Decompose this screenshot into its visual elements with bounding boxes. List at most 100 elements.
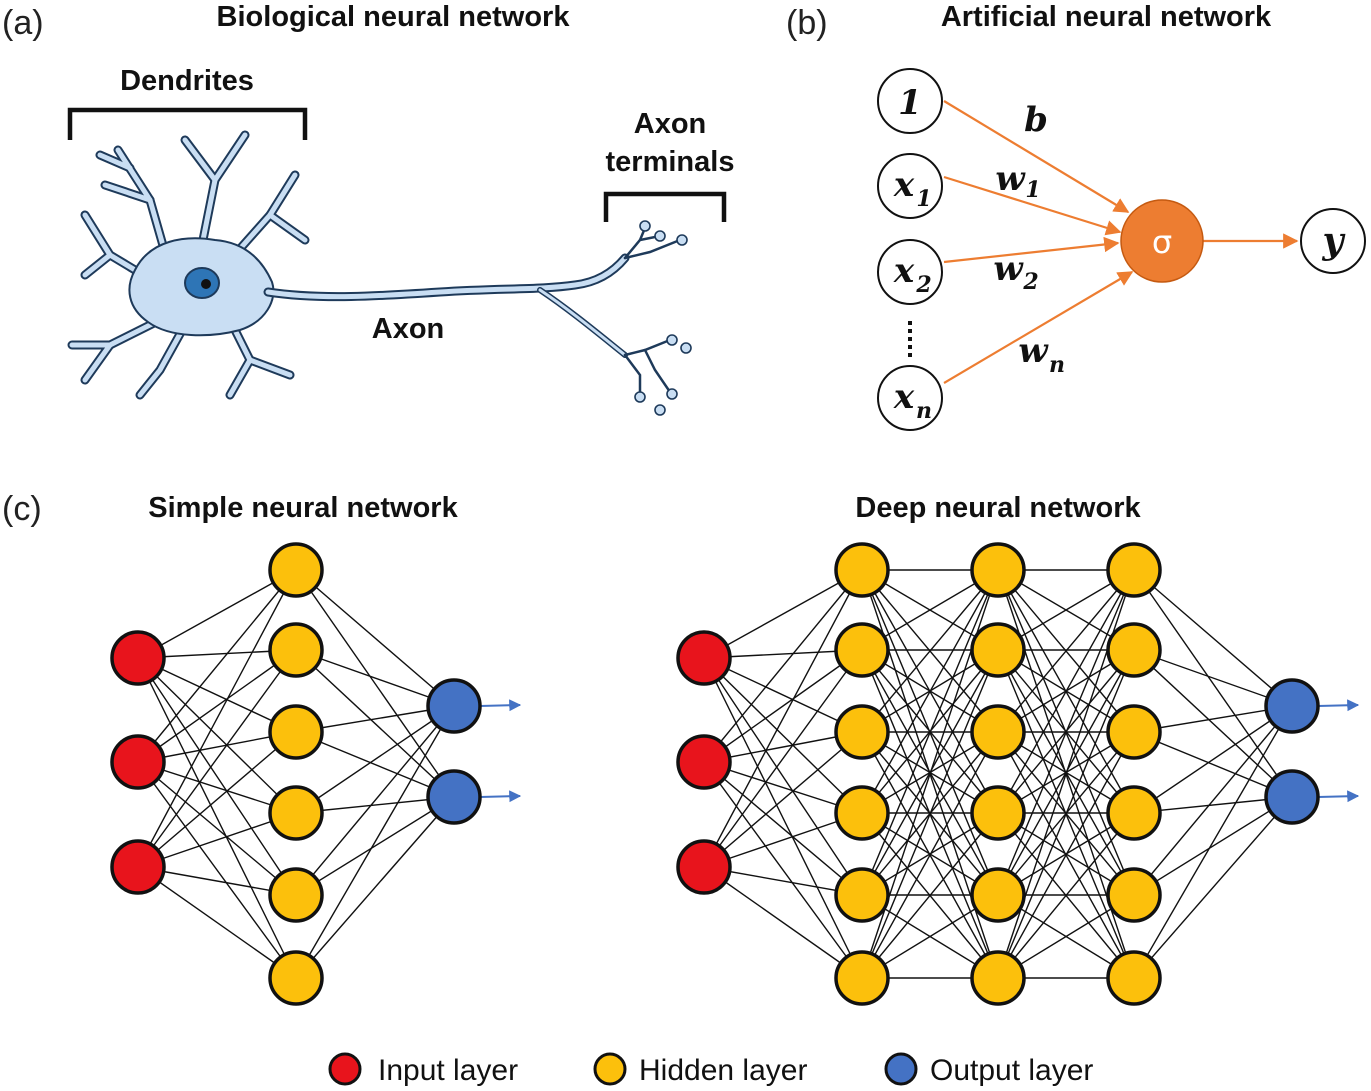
deep-output-node bbox=[1264, 769, 1320, 825]
input-node-xn-sub: n bbox=[916, 398, 932, 424]
deep-connection bbox=[997, 649, 1135, 979]
deep-connection bbox=[861, 731, 999, 979]
simple-connection bbox=[295, 649, 455, 707]
deep-connection bbox=[703, 866, 863, 979]
deep-connection bbox=[1133, 569, 1293, 707]
connection-wn bbox=[943, 271, 1134, 384]
deep-connection bbox=[1133, 569, 1293, 798]
simple-connection bbox=[137, 761, 297, 979]
legend-input-label: Input layer bbox=[378, 1054, 518, 1087]
weight-w1-base: w bbox=[995, 159, 1026, 199]
simple-connection bbox=[137, 569, 297, 659]
legend-output-item: Output layer bbox=[884, 1052, 1093, 1087]
deep-hidden-node bbox=[834, 950, 890, 1006]
simple-hidden-node bbox=[268, 704, 324, 760]
input-node-x1-sub: 1 bbox=[916, 186, 931, 212]
axon-terminals-label-line2: terminals bbox=[606, 146, 735, 178]
connection-b bbox=[943, 100, 1130, 213]
simple-neural-network bbox=[110, 542, 522, 1006]
deep-hidden-node bbox=[1106, 704, 1162, 760]
weight-wn-base: w bbox=[1018, 331, 1049, 371]
simple-connection bbox=[295, 731, 455, 798]
deep-connection bbox=[703, 657, 863, 814]
dendrites-bracket bbox=[67, 107, 308, 140]
deep-connection bbox=[1133, 705, 1293, 979]
deep-connection bbox=[861, 812, 999, 979]
deep-hidden-node bbox=[1106, 542, 1162, 598]
simple-connection bbox=[137, 569, 297, 868]
simple-output-arrow bbox=[479, 790, 522, 803]
simple-connection bbox=[295, 796, 455, 896]
dendrites-label: Dendrites bbox=[120, 65, 254, 97]
output-node-y-label: y bbox=[1322, 220, 1346, 262]
deep-connection bbox=[861, 569, 999, 814]
input-node-xn: x n bbox=[877, 365, 943, 431]
simple-connection bbox=[137, 649, 297, 868]
input-node-1-label: 1 bbox=[898, 83, 922, 123]
deep-connection bbox=[703, 761, 863, 979]
simple-connection bbox=[295, 569, 455, 707]
deep-connection bbox=[703, 649, 863, 868]
deep-connection bbox=[861, 569, 999, 733]
panel-a: (a) Biological neural network Dendrites … bbox=[2, 1, 735, 416]
deep-connection bbox=[997, 569, 1135, 896]
deep-hidden-node bbox=[1106, 950, 1162, 1006]
simple-connection bbox=[295, 569, 455, 798]
deep-hidden-node bbox=[970, 622, 1026, 678]
deep-hidden-node bbox=[834, 542, 890, 598]
panel-b: (b) Artificial neural network 1 x 1 x 2 … bbox=[786, 1, 1366, 431]
simple-connection bbox=[137, 657, 297, 979]
simple-hidden-node bbox=[268, 950, 324, 1006]
weight-w2-sub: 2 bbox=[1022, 269, 1038, 295]
input-node-x1: x 1 bbox=[877, 153, 943, 219]
deep-connection bbox=[997, 569, 1135, 814]
legend-output-label: Output layer bbox=[930, 1054, 1093, 1087]
simple-connection bbox=[137, 649, 297, 763]
deep-output-arrow bbox=[1317, 699, 1360, 712]
deep-output-node bbox=[1264, 678, 1320, 734]
simple-connection bbox=[137, 866, 297, 979]
deep-hidden-node bbox=[1106, 622, 1162, 678]
simple-connection bbox=[137, 731, 297, 868]
deep-hidden-node bbox=[1106, 867, 1162, 923]
simple-connection bbox=[137, 761, 297, 896]
simple-connection bbox=[295, 705, 455, 814]
panel-c-letter: (c) bbox=[2, 490, 42, 528]
simple-connection bbox=[295, 705, 455, 979]
deep-output-arrow bbox=[1317, 790, 1360, 803]
activation-symbol: σ bbox=[1152, 223, 1172, 261]
deep-connection bbox=[1133, 705, 1293, 814]
legend: Input layer Hidden layer Output layer bbox=[328, 1052, 1093, 1087]
deep-hidden-node bbox=[970, 785, 1026, 841]
legend-hidden-item: Hidden layer bbox=[593, 1052, 807, 1087]
neuron-illustration bbox=[67, 130, 692, 416]
simple-input-node bbox=[110, 630, 166, 686]
input-node-1: 1 bbox=[877, 68, 943, 134]
deep-connection bbox=[861, 649, 999, 979]
simple-network-title: Simple neural network bbox=[148, 492, 458, 524]
simple-output-arrow bbox=[479, 699, 522, 712]
deep-neural-network bbox=[676, 542, 1360, 1006]
legend-output-swatch bbox=[884, 1052, 918, 1086]
simple-connection bbox=[295, 649, 455, 798]
deep-input-node bbox=[676, 630, 732, 686]
deep-connection bbox=[1133, 731, 1293, 798]
simple-output-node bbox=[426, 678, 482, 734]
input-node-x2-sub: 2 bbox=[915, 272, 931, 298]
deep-connection bbox=[1133, 796, 1293, 979]
simple-connection bbox=[295, 796, 455, 979]
deep-connection bbox=[1133, 705, 1293, 896]
deep-connection bbox=[1133, 649, 1293, 707]
weight-wn-sub: n bbox=[1049, 352, 1065, 378]
deep-connection bbox=[703, 657, 863, 979]
input-node-x2-base: x bbox=[893, 251, 915, 291]
weight-b-label: b bbox=[1024, 100, 1048, 140]
simple-input-node bbox=[110, 734, 166, 790]
connection-w1 bbox=[943, 175, 1122, 236]
simple-connection bbox=[137, 657, 297, 814]
deep-hidden-node bbox=[970, 542, 1026, 598]
input-node-x2: x 2 bbox=[877, 239, 943, 305]
simple-hidden-node bbox=[268, 867, 324, 923]
panel-b-letter: (b) bbox=[786, 4, 828, 42]
simple-hidden-node bbox=[268, 785, 324, 841]
